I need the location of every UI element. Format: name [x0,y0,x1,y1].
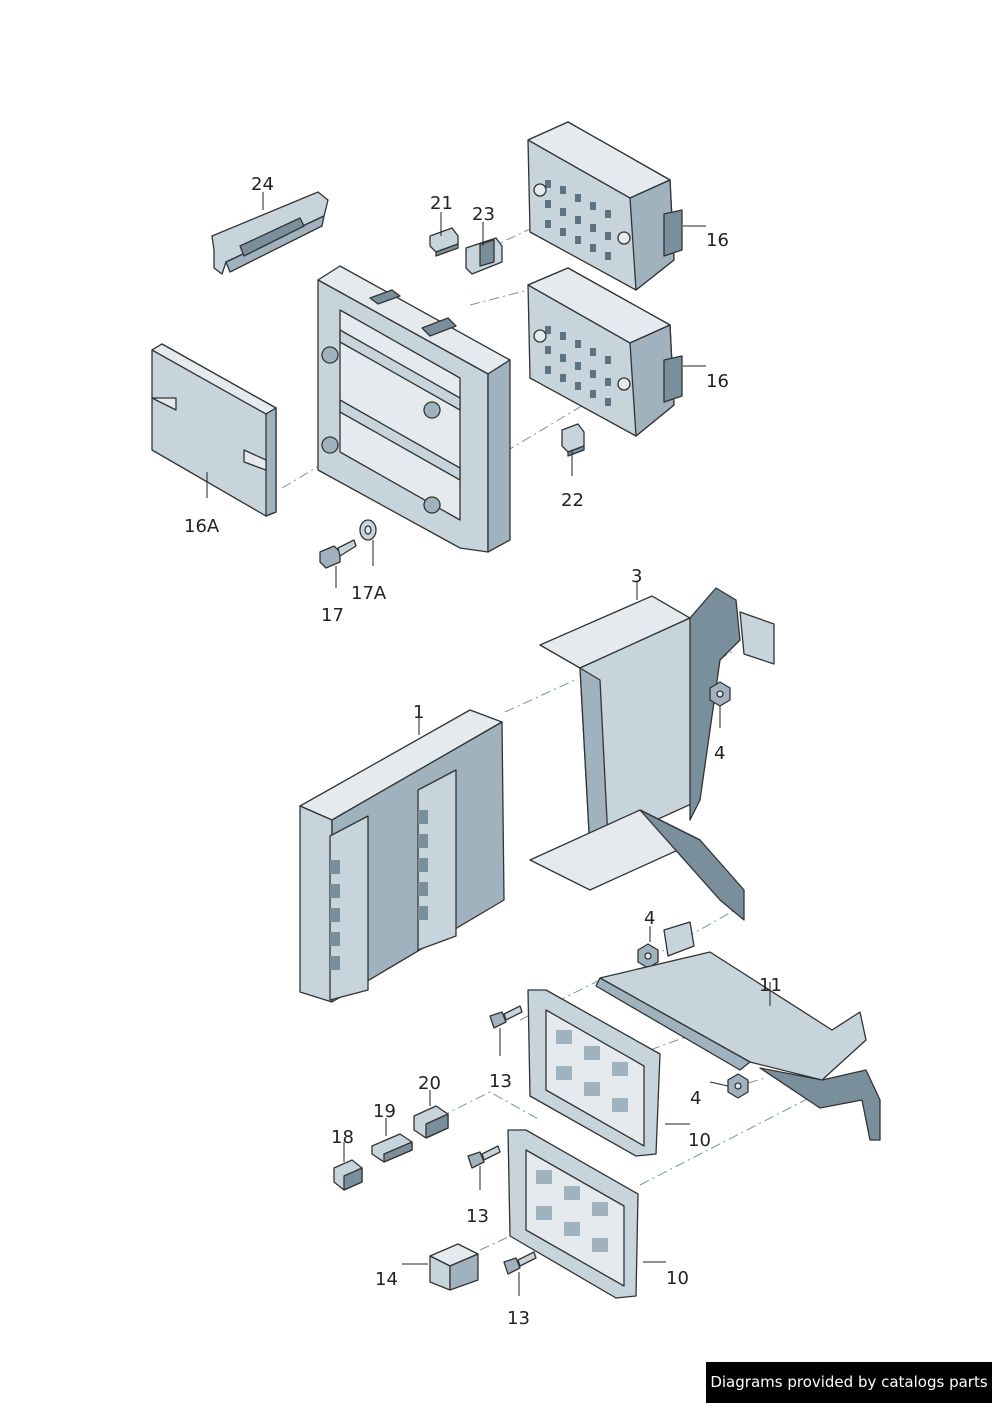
part-13-screw-lower [503,1251,537,1275]
part-20-plug [413,1105,449,1139]
part-22-fuse [561,423,585,457]
part-13-screw-middle [467,1145,501,1169]
label-1: 1 [413,702,424,723]
label-19: 19 [373,1101,396,1122]
label-16-lower: 16 [706,371,729,392]
part-21-fuse [429,227,459,257]
label-17A: 17A [351,583,387,604]
credit-banner: Diagrams provided by catalogs parts [706,1362,992,1403]
label-10-lower: 10 [666,1268,689,1289]
label-4-lower: 4 [690,1088,701,1109]
label-13-middle: 13 [466,1206,489,1227]
part-3-bracket [529,587,775,921]
label-16A: 16A [184,516,220,537]
part-16A-cover [151,343,277,517]
label-16-upper: 16 [706,230,729,251]
part-17-screw [319,539,357,569]
part-14-relay [429,1243,479,1291]
part-24-fuse-puller [211,191,329,275]
part-4-nut-upper [709,681,731,707]
part-carrier-frame [317,265,511,553]
label-18: 18 [331,1127,354,1148]
label-4-middle: 4 [644,908,655,929]
label-23: 23 [472,204,495,225]
part-1-control-unit [299,709,505,1003]
part-16-upper-housing [527,121,683,291]
label-11: 11 [759,975,782,996]
part-23-fuse [465,237,503,275]
label-22: 22 [561,490,584,511]
part-18-plug [333,1159,363,1191]
part-10-relay-carrier-upper [527,989,661,1157]
part-17A-washer [359,519,377,541]
leader-lines [206,192,771,1296]
part-10-relay-carrier-lower [507,1129,639,1299]
label-24: 24 [251,174,274,195]
label-10-upper: 10 [688,1130,711,1151]
part-19-plug [371,1133,413,1163]
label-14: 14 [375,1269,398,1290]
part-4-nut-lower [727,1073,749,1099]
label-4-upper: 4 [714,743,725,764]
part-13-screw-upper [489,1005,523,1029]
label-20: 20 [418,1073,441,1094]
label-13-upper: 13 [489,1071,512,1092]
part-11-bracket [595,921,881,1141]
part-16-lower-housing [527,267,683,437]
label-17: 17 [321,605,344,626]
label-3: 3 [631,566,642,587]
part-4-nut-middle [637,943,659,969]
label-21: 21 [430,193,453,214]
label-13-lower: 13 [507,1308,530,1329]
part-labels: 24 21 23 16 16 16A 22 17 17A 3 1 4 4 11 … [184,174,782,1329]
